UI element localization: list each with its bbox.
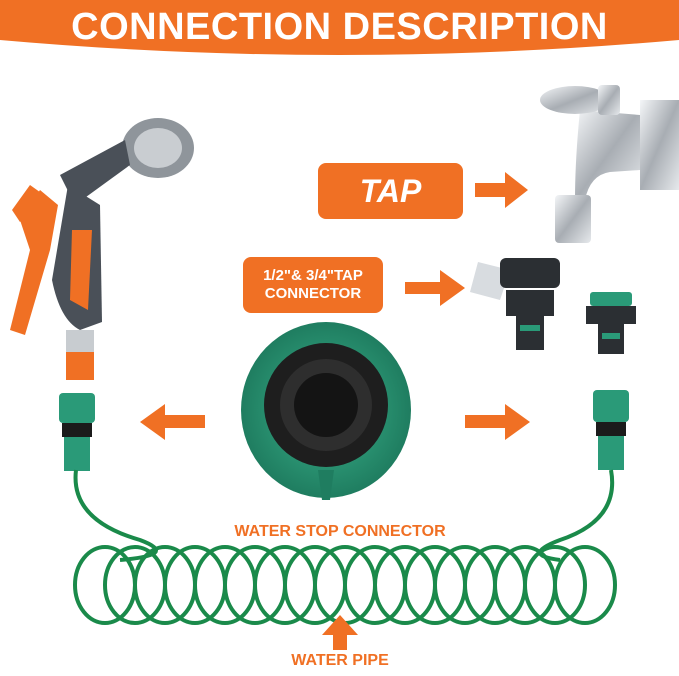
coiled-hose-icon xyxy=(73,469,617,625)
tap-label: TAP xyxy=(318,163,463,219)
tap-connector-label-line1: 1/2"& 3/4"TAP xyxy=(263,267,363,284)
arrow-up-icon xyxy=(322,615,358,650)
spray-gun-icon xyxy=(10,118,194,380)
tap-connector-icon xyxy=(470,258,636,354)
tap-icon xyxy=(540,85,679,243)
tap-connector-label: 1/2"& 3/4"TAP CONNECTOR xyxy=(243,257,383,313)
arrow-left-icon xyxy=(140,404,205,440)
arrow-right-icon xyxy=(475,172,528,208)
tap-connector-label-line2: CONNECTOR xyxy=(264,285,362,302)
right-hose-connector-icon xyxy=(593,390,629,470)
arrow-right-icon xyxy=(465,404,530,440)
water-stop-connector-label: WATER STOP CONNECTOR xyxy=(234,523,446,540)
water-stop-connector-icon xyxy=(241,322,411,500)
page-title: CONNECTION DESCRIPTION xyxy=(71,6,608,48)
water-pipe-label: WATER PIPE xyxy=(291,652,389,669)
left-hose-connector-icon xyxy=(59,393,95,471)
arrow-right-icon xyxy=(405,270,465,306)
header-banner xyxy=(0,0,679,55)
